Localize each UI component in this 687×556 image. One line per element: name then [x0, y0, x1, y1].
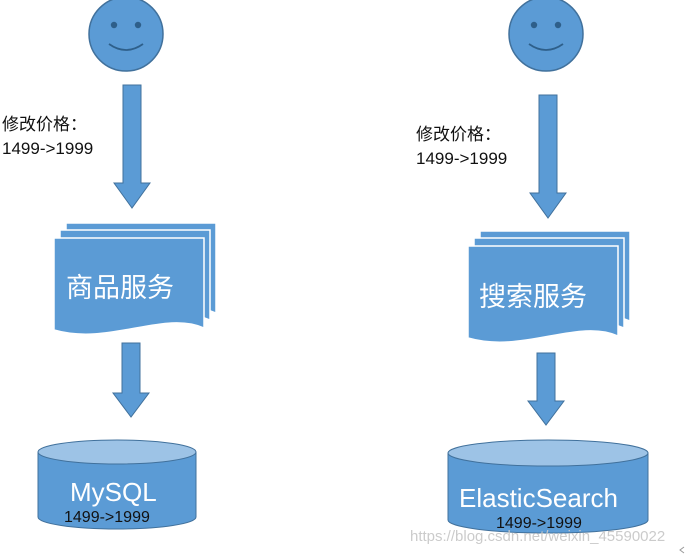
corner-mark-icon [679, 546, 685, 554]
arrow-down-right-2 [527, 352, 565, 426]
service-label-right: 搜索服务 [479, 282, 587, 312]
database-cylinder-right [447, 439, 649, 534]
arrow-down-left-2 [112, 342, 150, 418]
database-cylinder-left [37, 439, 197, 530]
note-title-right: 修改价格： [416, 125, 501, 144]
user-smiley-icon-left [88, 0, 164, 72]
note-value-right: 1499->1999 [416, 149, 508, 168]
arrow-down-left-1 [113, 84, 151, 209]
service-label-left: 商品服务 [66, 273, 174, 303]
arrow-down-right-1 [529, 94, 567, 219]
watermark-url: https://blog.csdn.net/weixin_45590022 [410, 528, 666, 545]
user-smiley-icon-right [508, 0, 584, 72]
note-title-left: 修改价格： [2, 115, 87, 134]
db-label-left: MySQL [70, 477, 157, 507]
db-value-right: 1499->1999 [496, 515, 582, 532]
db-label-right: ElasticSearch [459, 483, 618, 513]
note-value-left: 1499->1999 [2, 139, 94, 158]
db-value-left: 1499->1999 [64, 509, 150, 526]
